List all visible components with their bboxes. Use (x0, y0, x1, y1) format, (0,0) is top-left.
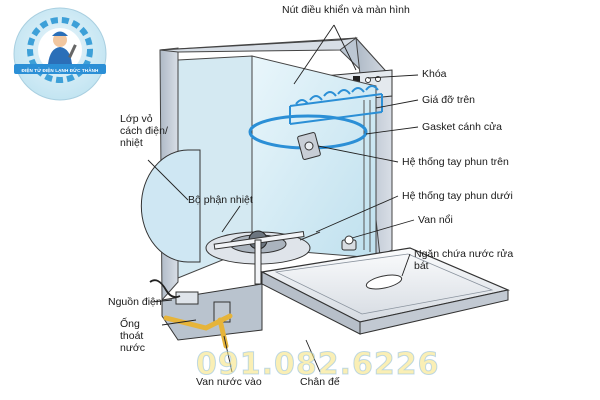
lower-spray-arm (205, 230, 321, 285)
label-controls: Nút điều khiển và màn hình (282, 4, 410, 16)
float-valve (341, 235, 357, 251)
label-lower-spray: Hệ thống tay phun dưới (402, 190, 513, 202)
label-float-valve: Van nổi (418, 214, 453, 226)
detergent-compartment (365, 274, 403, 290)
upper-spray-arm (297, 132, 321, 160)
leader-lines (147, 24, 419, 373)
label-inlet: Van nước vào (196, 376, 262, 388)
label-heater: Bộ phận nhiệt (188, 194, 253, 206)
logo-text: ĐIỆN TỬ ĐIỆN LẠNH ĐỨC THÀNH (21, 68, 99, 73)
label-feet: Chân đế (300, 376, 340, 388)
label-upper-spray: Hệ thống tay phun trên (402, 156, 509, 168)
logo (13, 7, 107, 101)
label-drain: Ống thoát nước (120, 318, 146, 354)
watermark-phone: 091.082.6226 (196, 347, 440, 383)
insulation-layer (140, 149, 201, 263)
door (260, 247, 510, 335)
label-power: Nguồn điện (108, 296, 162, 308)
label-upper-rack: Giá đỡ trên (422, 94, 475, 106)
base (161, 283, 263, 341)
power-cord (149, 279, 181, 299)
label-detergent: Ngăn chứa nước rửa bát (414, 248, 514, 272)
label-insulation: Lớp vỏ cách điện/ nhiệt (120, 113, 168, 149)
technician-icon (48, 31, 77, 64)
label-door-gasket: Gasket cánh cửa (422, 121, 502, 133)
label-lock: Khóa (422, 68, 447, 80)
